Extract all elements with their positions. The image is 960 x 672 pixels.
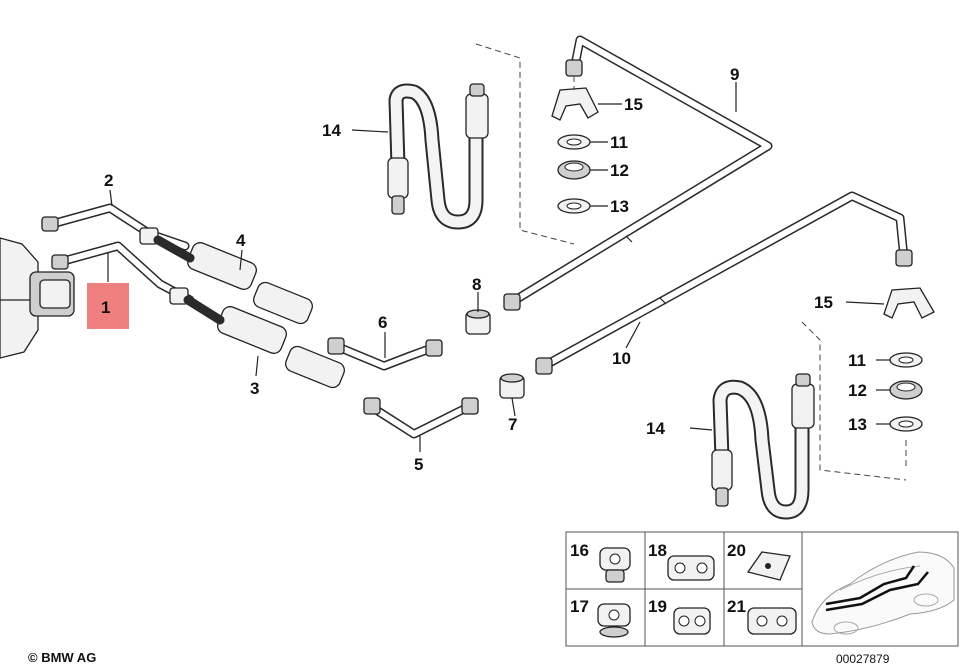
callout-20[interactable]: 20 <box>727 541 746 560</box>
bracket-15-lower <box>883 287 935 319</box>
callout-2[interactable]: 2 <box>104 171 113 190</box>
callout-7[interactable]: 7 <box>508 415 517 434</box>
seal-12-upper <box>557 160 591 180</box>
car-location-thumbnail <box>811 551 955 635</box>
callout-10[interactable]: 10 <box>612 349 631 368</box>
brake-hose-upper <box>387 83 489 230</box>
callout-6[interactable]: 6 <box>378 313 387 332</box>
clip-19-icon <box>673 607 711 635</box>
callout-16[interactable]: 16 <box>570 541 589 560</box>
callout-14-lower[interactable]: 14 <box>646 419 665 438</box>
nut-7 <box>499 373 525 399</box>
callout-13-lower[interactable]: 13 <box>848 415 867 434</box>
callout-12-lower[interactable]: 12 <box>848 381 867 400</box>
drawing-number: 00027879 <box>836 652 890 666</box>
callout-1[interactable]: 1 <box>101 298 110 317</box>
brake-line-2 <box>41 203 190 251</box>
hydraulic-unit <box>0 237 75 359</box>
callout-17[interactable]: 17 <box>570 597 589 616</box>
callout-15-upper[interactable]: 15 <box>624 95 643 114</box>
brake-line-6 <box>327 337 443 371</box>
callout-3[interactable]: 3 <box>250 379 259 398</box>
clip-21-icon <box>747 607 797 635</box>
brake-hose-lower <box>711 373 815 520</box>
nut-8 <box>465 309 491 335</box>
callout-14-upper[interactable]: 14 <box>322 121 341 140</box>
callout-11-upper[interactable]: 11 <box>610 133 628 152</box>
clip-16-icon <box>599 547 631 583</box>
callout-5[interactable]: 5 <box>414 455 423 474</box>
assembly-line-upper <box>475 43 575 245</box>
bracket-15-upper <box>551 87 599 121</box>
seal-12-lower <box>889 380 923 400</box>
callout-13-upper[interactable]: 13 <box>610 197 629 216</box>
callout-8[interactable]: 8 <box>472 275 481 294</box>
fitting-3 <box>183 295 345 389</box>
copyright-label: © BMW AG <box>28 650 97 665</box>
callout-11-lower[interactable]: 11 <box>848 351 866 370</box>
clip-18-icon <box>667 555 715 581</box>
callout-21[interactable]: 21 <box>727 597 746 616</box>
callout-19[interactable]: 19 <box>648 597 667 616</box>
brake-line-9 <box>503 35 773 311</box>
callout-9[interactable]: 9 <box>730 65 739 84</box>
fitting-4 <box>153 235 313 325</box>
part-1-highlight <box>87 283 129 329</box>
brake-line-10 <box>535 191 913 375</box>
assembly-line-lower <box>801 321 907 481</box>
callout-12-upper[interactable]: 12 <box>610 161 629 180</box>
callout-15-lower[interactable]: 15 <box>814 293 833 312</box>
small-parts-grid: 16 17 18 19 20 21 <box>565 531 959 647</box>
callout-4[interactable]: 4 <box>236 231 246 250</box>
clip-20-icon <box>746 551 791 581</box>
clip-17-icon <box>597 603 631 638</box>
callout-18[interactable]: 18 <box>648 541 667 560</box>
brake-line-5 <box>363 397 479 439</box>
